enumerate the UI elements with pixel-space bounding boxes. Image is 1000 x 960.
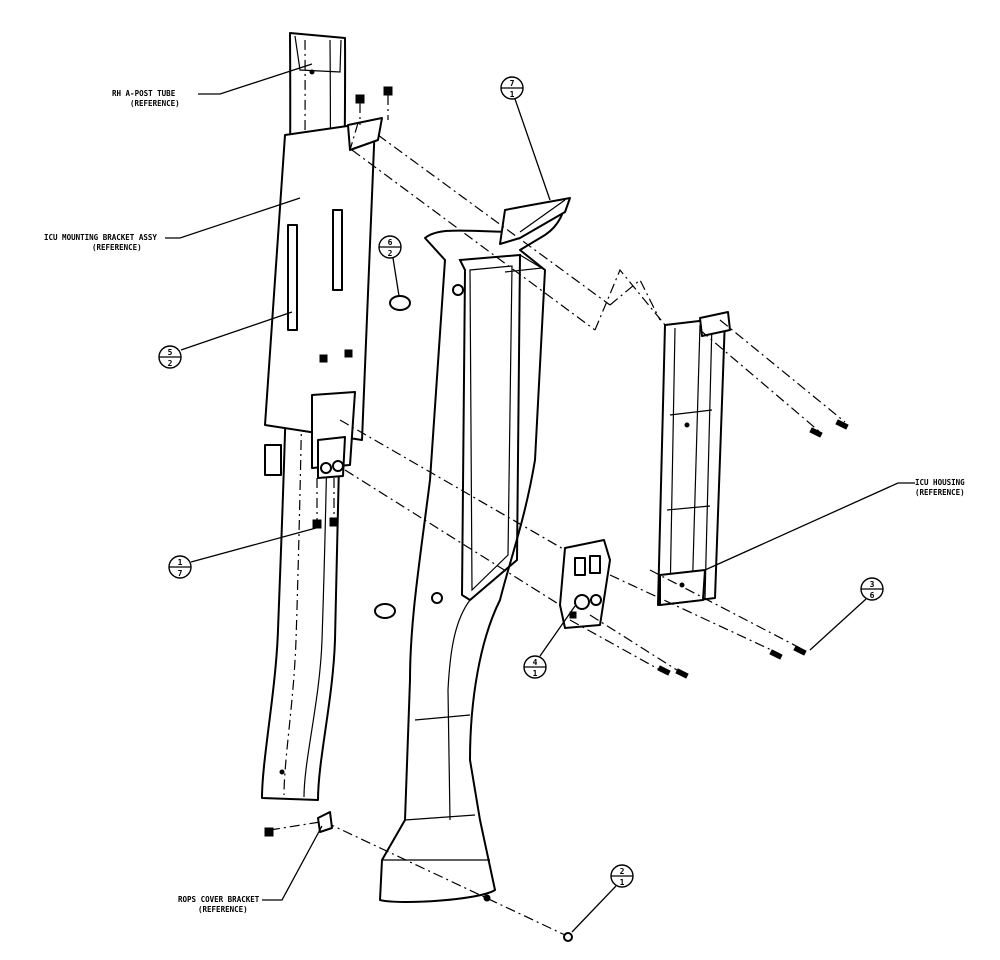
icu-housing-note: (REFERENCE) [915, 488, 965, 497]
callout-5-item: 5 [168, 348, 173, 357]
label-rops-cover-bracket: ROPS COVER BRACKET (REFERENCE) [178, 825, 323, 914]
callout-1-item: 1 [178, 558, 183, 567]
callout-3-item: 3 [870, 580, 875, 589]
assembly-lines [269, 122, 846, 936]
bracket-top-nuts [355, 86, 393, 125]
rh-a-post-tube-note: (REFERENCE) [130, 99, 180, 108]
a-pillar-trim-panel [379, 197, 571, 903]
callout-6-qty: 2 [388, 249, 393, 258]
callout-3-qty: 6 [870, 591, 875, 600]
callout-item-5: 5 2 [158, 311, 293, 369]
callout-item-3: 3 6 [809, 577, 884, 651]
callout-1-qty: 7 [178, 569, 183, 578]
callout-4-qty: 1 [533, 669, 538, 678]
callout-6-item: 6 [388, 238, 393, 247]
icu-mounting-bracket-note: (REFERENCE) [92, 243, 142, 252]
bracket-slot-right [332, 209, 343, 291]
label-rh-a-post-tube: RH A-POST TUBE (REFERENCE) [112, 63, 313, 108]
callout-item-7: 7 1 [500, 76, 551, 201]
button-cap-item-6 [374, 295, 411, 619]
rops-cover-bracket-name: ROPS COVER BRACKET [178, 895, 260, 904]
callout-item-1: 1 7 [168, 527, 317, 579]
switch-bezel [559, 539, 611, 629]
callout-7-qty: 1 [510, 90, 515, 99]
callout-item-6: 6 2 [378, 235, 402, 297]
callout-2-item: 2 [620, 867, 625, 876]
callout-4-item: 4 [533, 658, 538, 667]
icu-mounting-bracket [264, 117, 383, 479]
callout-item-4: 4 1 [523, 605, 576, 679]
bracket-slot-left [287, 224, 298, 331]
label-icu-housing: ICU HOUSING (REFERENCE) [704, 478, 965, 571]
label-icu-mounting-bracket: ICU MOUNTING BRACKET ASSY (REFERENCE) [44, 197, 301, 252]
screw-item-3 [657, 419, 849, 679]
screw-item-2 [563, 932, 573, 942]
icu-housing-name: ICU HOUSING [915, 478, 965, 487]
callout-2-qty: 1 [620, 878, 625, 887]
callout-item-2: 2 1 [571, 864, 634, 933]
icu-housing [657, 311, 731, 606]
nut-group-item-1 [312, 478, 339, 529]
rops-cover-bracket-note: (REFERENCE) [198, 905, 248, 914]
icu-mounting-bracket-name: ICU MOUNTING BRACKET ASSY [44, 233, 157, 242]
rh-a-post-tube-name: RH A-POST TUBE [112, 89, 176, 98]
rops-cover-bracket [264, 811, 333, 837]
callout-5-qty: 2 [168, 359, 173, 368]
callout-7-item: 7 [510, 79, 515, 88]
